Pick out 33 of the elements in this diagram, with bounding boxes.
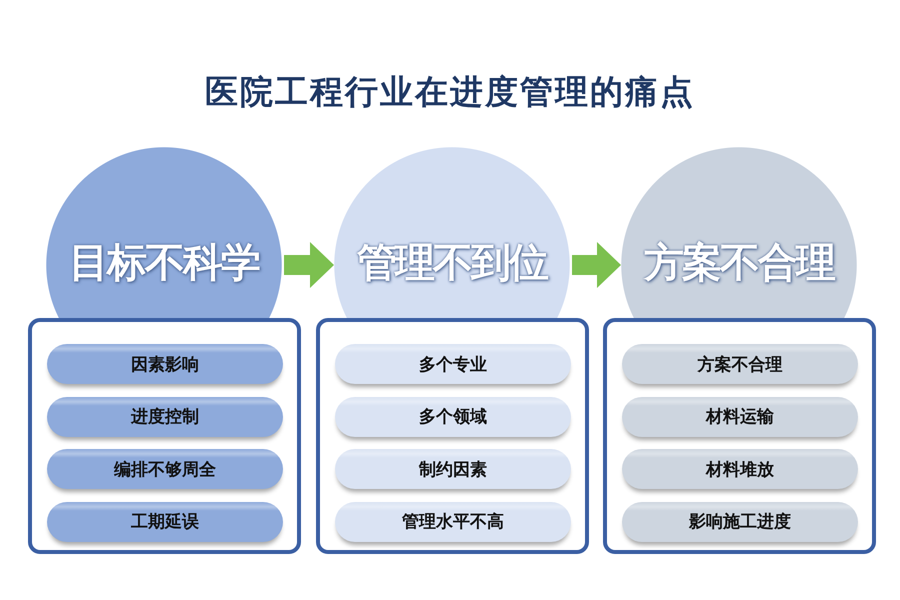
panel (603, 318, 876, 554)
item-text: 多个领域 (419, 406, 487, 428)
item-text: 方案不合理 (698, 354, 782, 376)
heading-text: 管理不到位 (357, 239, 547, 288)
arrow (284, 242, 334, 288)
heading-text: 目标不科学 (69, 239, 259, 288)
pill (47, 502, 283, 542)
item-text: 制约因素 (419, 458, 487, 480)
pill (622, 449, 858, 489)
pill (622, 396, 858, 436)
item-text: 进度控制 (131, 406, 199, 428)
pill (622, 502, 858, 542)
pill (335, 449, 571, 489)
item-text: 多个专业 (419, 354, 487, 376)
item-text: 因素影响 (131, 354, 199, 376)
item-text: 工期延误 (131, 511, 199, 533)
pill (47, 449, 283, 489)
pill (335, 344, 571, 384)
pill (335, 502, 571, 542)
item-text: 管理水平不高 (402, 511, 504, 533)
pill (47, 396, 283, 436)
item-text: 编排不够周全 (114, 458, 216, 480)
arrow (572, 242, 621, 288)
item-text: 影响施工进度 (689, 511, 791, 533)
title: 医院工程行业在进度管理的痛点 (204, 71, 696, 113)
pill (47, 344, 283, 384)
pill (335, 396, 571, 436)
item-text: 材料堆放 (706, 458, 774, 480)
heading-text: 方案不合理 (644, 239, 834, 288)
item-text: 材料运输 (706, 406, 774, 428)
panel (28, 318, 301, 554)
panel (316, 318, 589, 554)
pill (622, 344, 858, 384)
